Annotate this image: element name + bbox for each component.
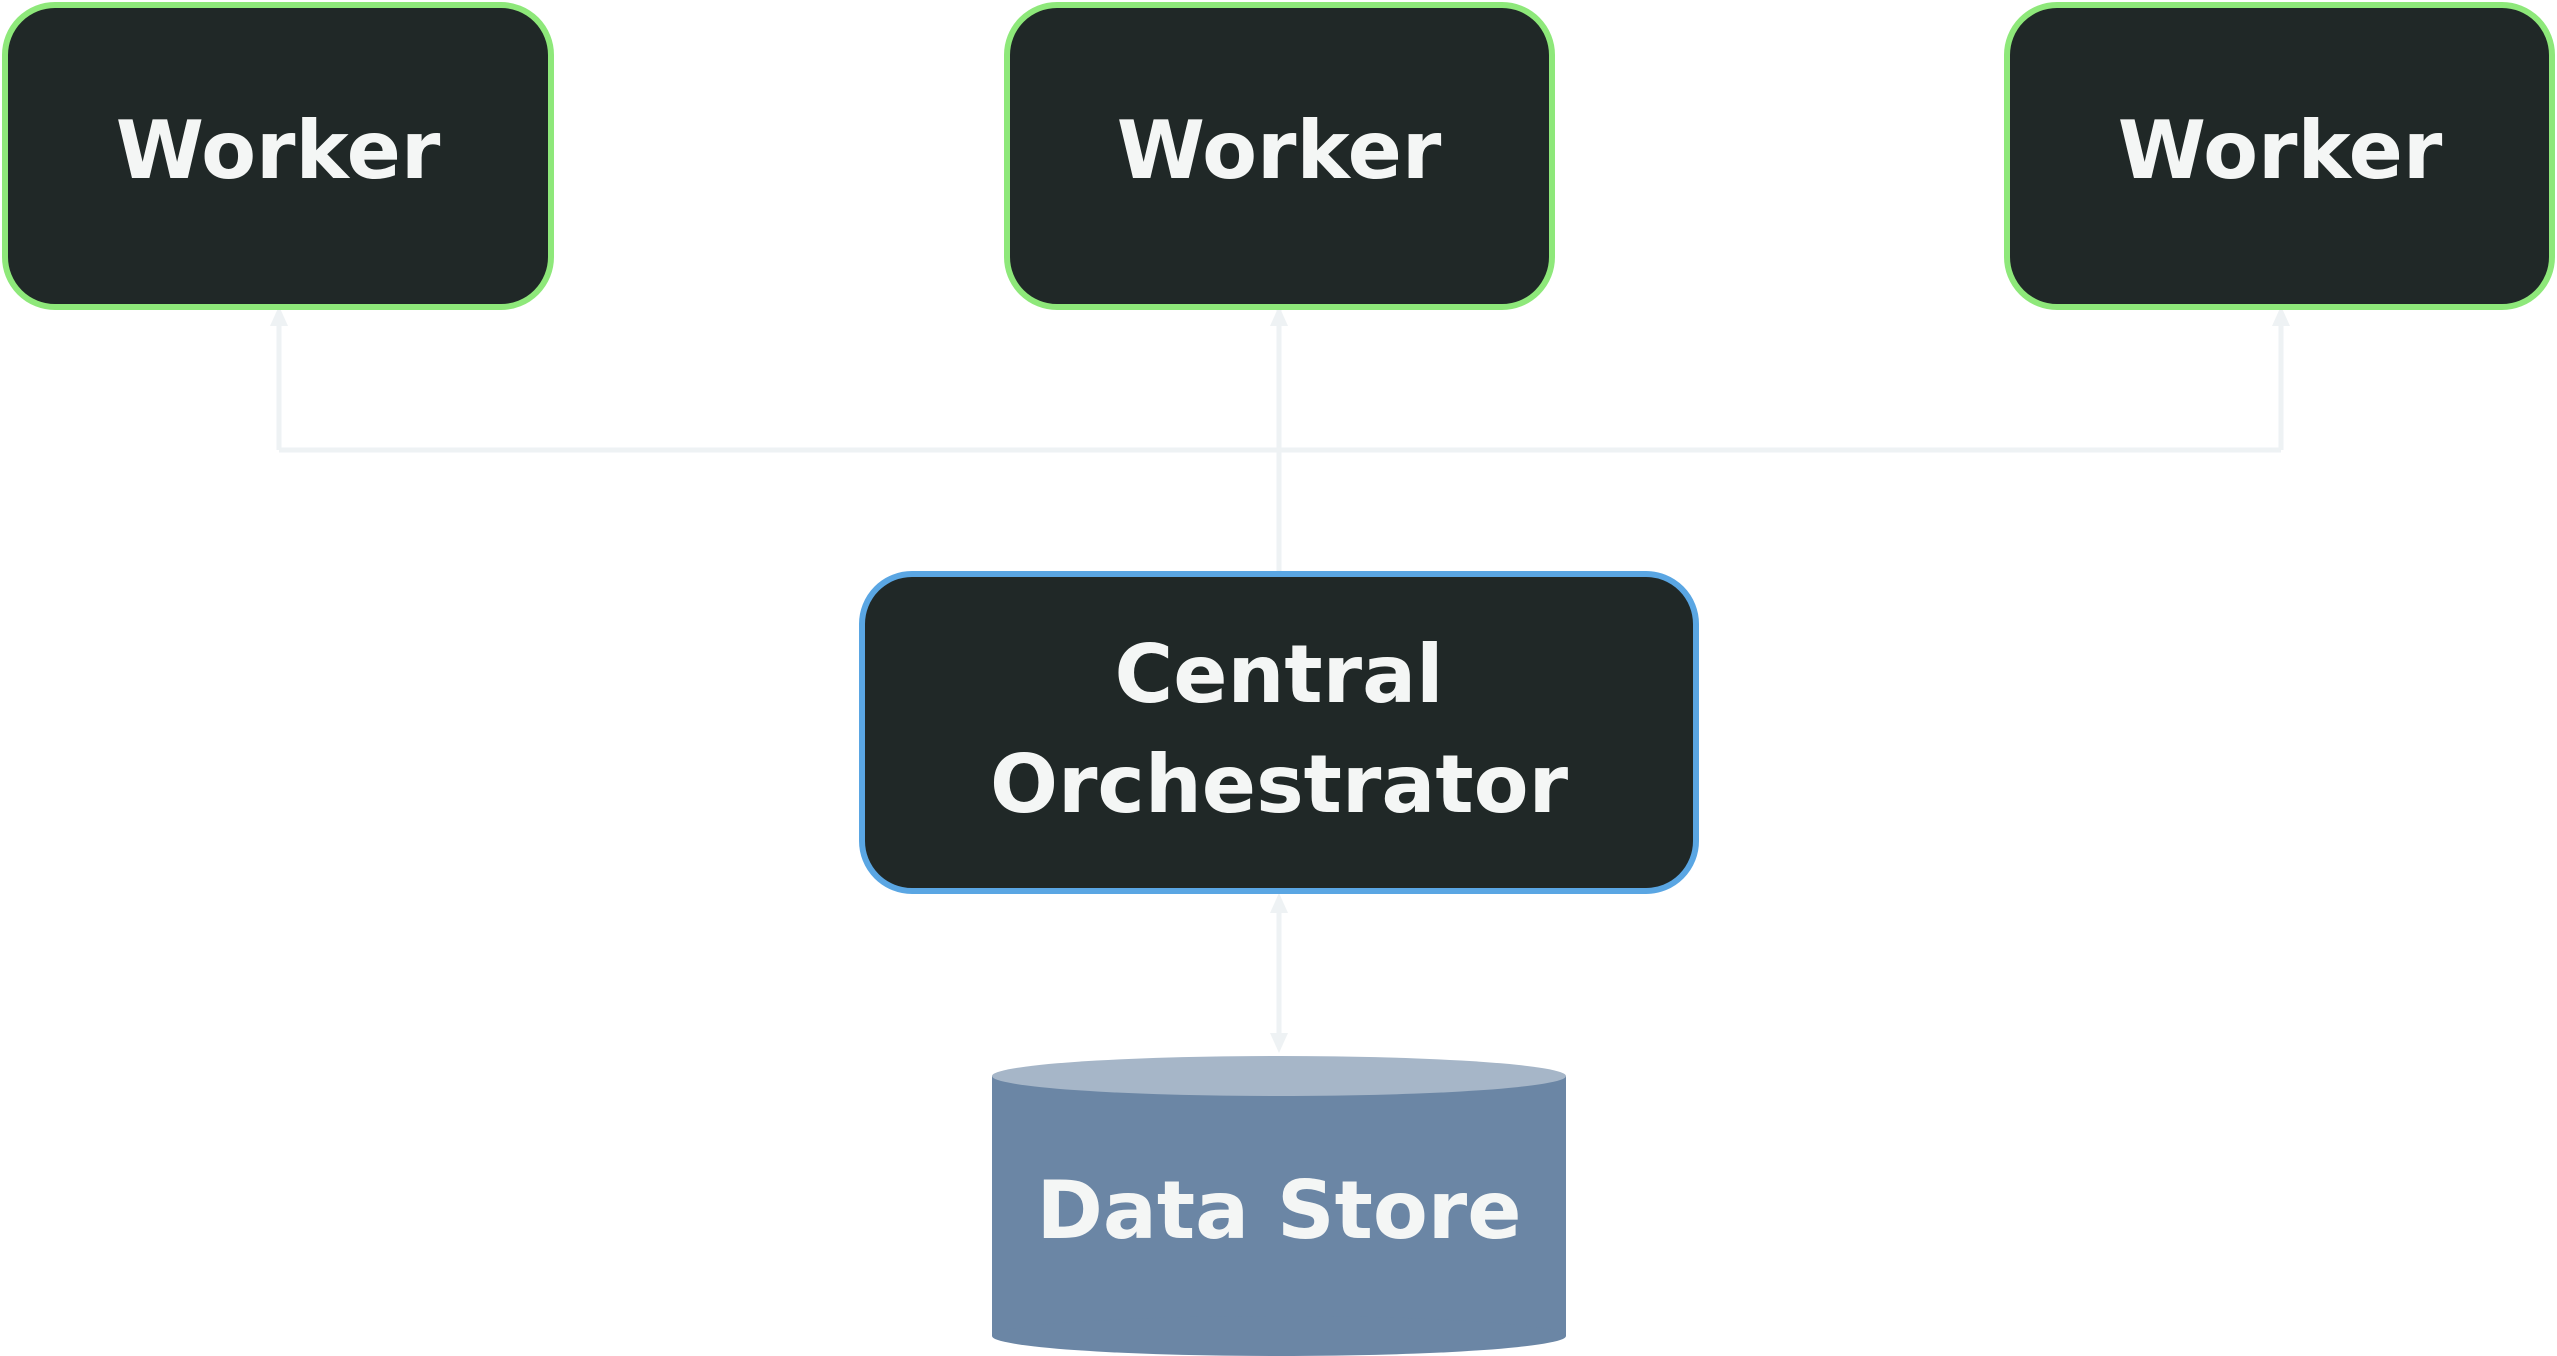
connector-orchestrator-workers <box>270 306 2290 571</box>
data-store-label: Data Store <box>1037 1164 1522 1257</box>
worker-node-2: Worker <box>1004 2 1555 310</box>
data-store-node: Data Store <box>992 1056 1566 1356</box>
central-orchestrator-node: Central Orchestrator <box>859 571 1699 894</box>
worker-node-1: Worker <box>2 2 554 310</box>
arrowhead-to-datastore <box>1270 1033 1288 1053</box>
arrowhead-worker-3 <box>2272 306 2290 326</box>
connector-orchestrator-datastore <box>1270 893 1288 1053</box>
worker-label: Worker <box>1117 104 1442 197</box>
arrowhead-to-orchestrator <box>1270 893 1288 913</box>
worker-node-3: Worker <box>2004 2 2555 310</box>
data-store-top <box>992 1056 1566 1096</box>
orchestrator-label-line2: Orchestrator <box>990 738 1569 831</box>
worker-label: Worker <box>2118 104 2443 197</box>
worker-label: Worker <box>116 104 441 197</box>
orchestrator-label-line1: Central <box>1114 628 1443 721</box>
arrowhead-worker-1 <box>270 306 288 326</box>
arrowhead-worker-2 <box>1270 306 1288 326</box>
